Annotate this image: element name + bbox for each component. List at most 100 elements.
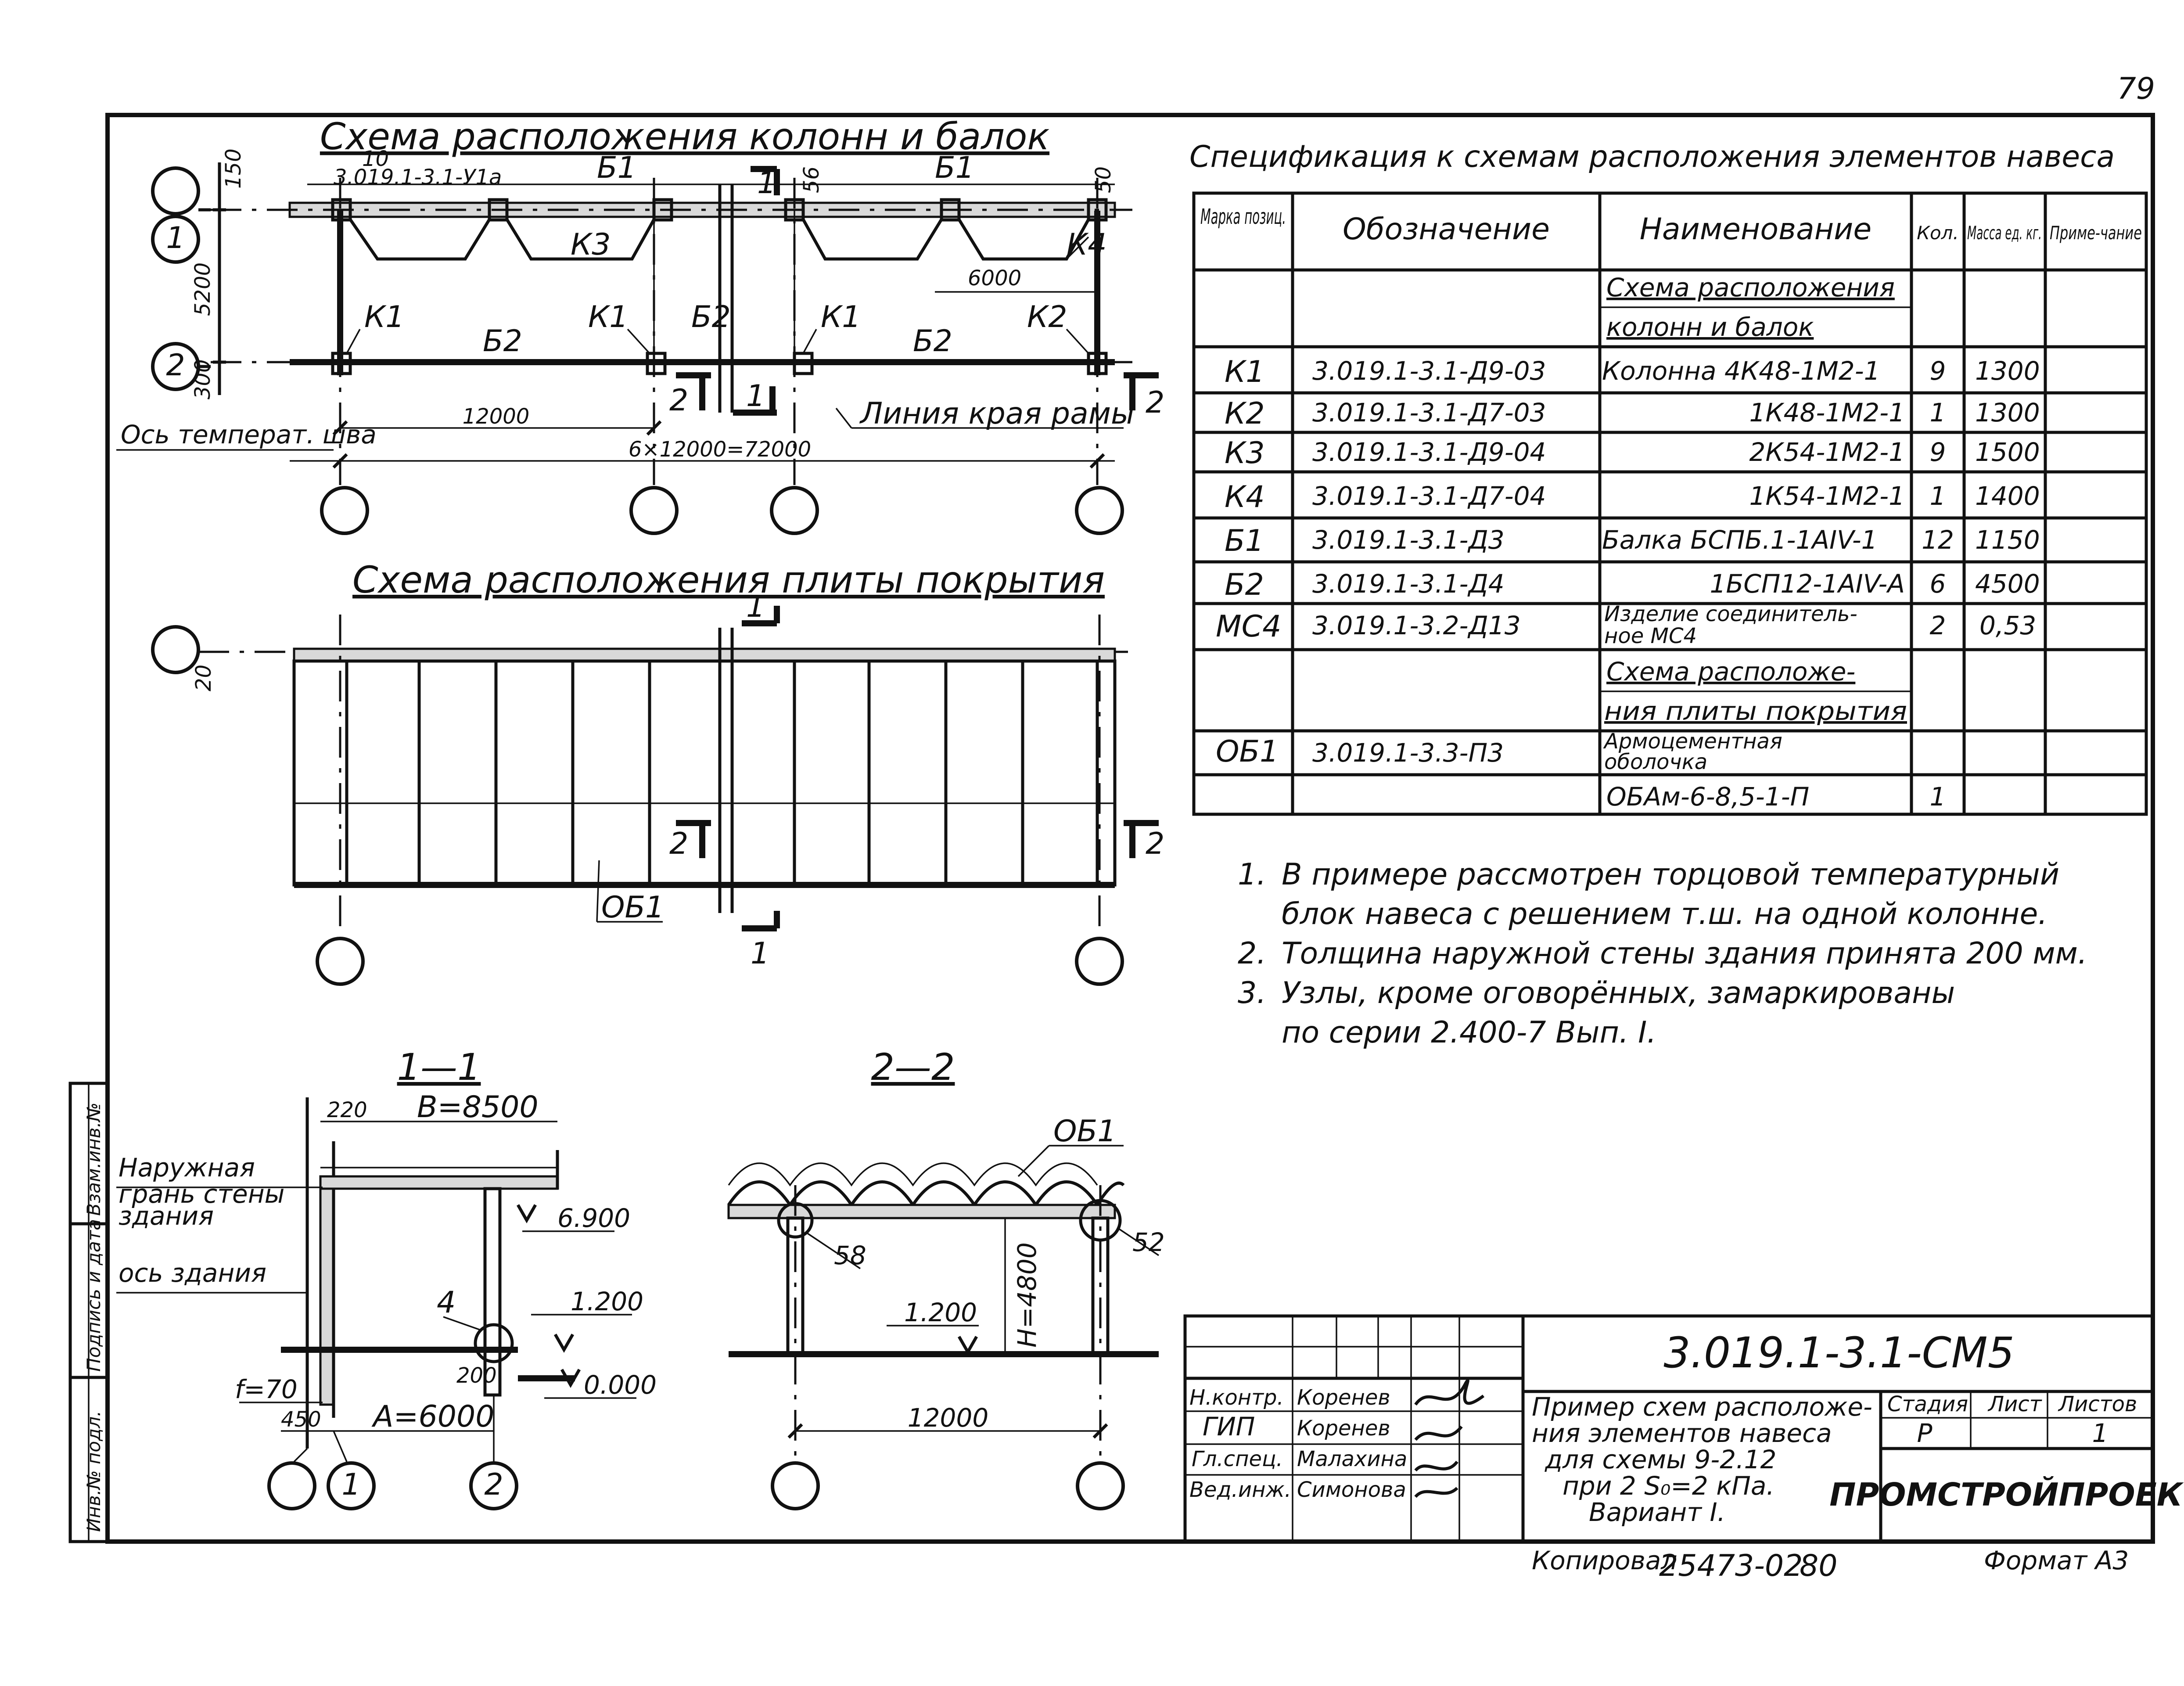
label-axis: ось здания (119, 1258, 266, 1288)
role-n-kontr: Н.контр. (1189, 1385, 1284, 1410)
mark-k1-a: К1 (364, 300, 405, 334)
mark-k2: К2 (1027, 300, 1067, 334)
section-axis-2: 2 (484, 1467, 503, 1502)
spec-mark: Б2 (1225, 568, 1264, 602)
spec-qty: 1 (1930, 398, 1946, 428)
desc-5: Вариант I. (1589, 1497, 1725, 1527)
mark-b2-b: Б2 (483, 324, 522, 359)
spec-row-k3: К3 3.019.1-3.1-Д9-04 2К54-1М2-1 9 1500 (1225, 436, 2040, 471)
note-joint-axis: Ось температ. шва (121, 420, 377, 449)
slab-section-1-bottom: 1 (751, 936, 769, 971)
dim-f: f=70 (235, 1374, 298, 1404)
spec-head-designation: Обозначение (1343, 212, 1550, 247)
spec-row-b1: Б1 3.019.1-3.1-Д3 Балка БСПБ.1-1АIV-1 12… (1225, 524, 2040, 558)
elev-0: 0.000 (584, 1370, 657, 1400)
label-wall-2: грань стены (119, 1179, 284, 1209)
slab-section-1-top: 1 (746, 590, 765, 624)
notes: 1. В примере рассмотрен торцовой темпера… (1238, 857, 2087, 1050)
dim-300: 300 (190, 359, 215, 399)
spec-row-k4: К4 3.019.1-3.1-Д7-04 1К54-1М2-1 1 1400 (1225, 480, 2040, 514)
stamp-inv: Инв.№ подл. (83, 1411, 104, 1532)
mark-k1-b: К1 (588, 300, 629, 334)
spec-name: ОБАм-6-8,5-1-П (1606, 782, 1809, 812)
dim-220: 220 (327, 1098, 367, 1122)
mark-b2-c: Б2 (913, 324, 952, 359)
spec-head-mark: Марка позиц. (1200, 205, 1286, 229)
dim-h: Н=4800 (1012, 1242, 1042, 1348)
spec-section-a-2: колонн и балок (1606, 312, 1814, 342)
node-58: 58 (834, 1240, 866, 1270)
section-1-1: 1—1 220 В=8500 Наружная грань стены здан… (116, 1046, 657, 1510)
spec-designation: 3.019.1-3.1-Д9-03 (1312, 356, 1546, 386)
plan-section-2-right: 2 (1146, 385, 1164, 420)
stamp-replace: Взам.инв.№ (83, 1103, 104, 1216)
spec-name: Балка БСПБ.1-1АIV-1 (1602, 525, 1878, 555)
plan-section-1-top: 1 (757, 166, 776, 201)
spec-name-line1: Армоцементная (1603, 729, 1782, 754)
signature-mark (1414, 1460, 1458, 1472)
spec-qty: 1 (1930, 481, 1946, 511)
dim-56: 56 (799, 166, 824, 193)
copied-page: 80 (1800, 1549, 1838, 1583)
sheet-frame (105, 113, 2155, 1544)
spec-mass: 1150 (1975, 525, 2040, 555)
spec-head-qty: Кол. (1917, 222, 1959, 244)
spec-name-line1: Изделие соединитель- (1604, 602, 1857, 626)
doc-ref: 3.019.1-3.1-У1а (334, 165, 502, 190)
spec-section-a-1: Схема расположения (1606, 273, 1895, 302)
spec-designation: 3.019.1-3.3-П3 (1312, 738, 1504, 768)
spec-qty: 9 (1930, 356, 1946, 386)
sheets-value: 1 (2092, 1418, 2109, 1448)
note-3-line2: по серии 2.400-7 Вып. I. (1282, 1015, 1656, 1050)
mark-ob1-plan: ОБ1 (601, 890, 664, 925)
mark-b1-left: Б1 (597, 151, 636, 185)
page-number: 79 (2117, 72, 2155, 106)
desc-3: для схемы 9-2.12 (1545, 1445, 1776, 1474)
plan-section-1-mid: 1 (746, 379, 765, 413)
spec-section-b-2: ния плиты покрытия (1604, 696, 1907, 726)
spec-designation: 3.019.1-3.1-Д9-04 (1312, 437, 1546, 467)
note-1-line2: блок навеса с решением т.ш. на одной кол… (1282, 897, 2048, 931)
spec-name: 2К54-1М2-1 (1749, 437, 1905, 467)
dim-200: 200 (456, 1363, 497, 1388)
dim-450: 450 (281, 1407, 321, 1432)
spec-designation: 3.019.1-3.2-Д13 (1312, 611, 1521, 640)
elev-1200-s2: 1.200 (904, 1298, 977, 1327)
axis-bubble-2: 2 (166, 348, 185, 383)
sheets-label: Листов (2058, 1392, 2137, 1416)
spec-qty: 2 (1930, 611, 1946, 640)
spec-mark: К2 (1225, 396, 1265, 431)
spec-qty: 9 (1930, 437, 1946, 467)
dim-150: 150 (221, 148, 246, 189)
spec-mark: МС4 (1216, 609, 1281, 644)
signature-mark (1414, 1379, 1485, 1406)
spec-qty: 1 (1930, 782, 1946, 812)
section-2-2: 2—2 58 52 ОБ1 1.200 Н=4800 12000 (727, 1046, 1165, 1510)
spec-name-line2: оболочка (1604, 750, 1707, 774)
footer: Копировал 25473-02 80 Формат А3 (1532, 1546, 2129, 1583)
format-label: Формат А3 (1984, 1546, 2129, 1575)
spec-mass: 0,53 (1979, 611, 2036, 640)
spec-head-name: Наименование (1640, 212, 1871, 247)
role-ved-inzh: Вед.инж. (1189, 1477, 1291, 1502)
slab-section-2-left: 2 (669, 827, 688, 861)
spec-row-b2: Б2 3.019.1-3.1-Д4 1БСП12-1АIV-А 6 4500 (1225, 568, 2040, 602)
section-axis-1: 1 (341, 1467, 360, 1502)
plan-slabs: Схема расположения плиты покрытия 20 1 2 (151, 558, 1164, 986)
dim-ref-10: 10 (362, 147, 389, 171)
dim-12000: 12000 (463, 404, 530, 429)
note-3-num: 3. (1238, 976, 1266, 1010)
dim-b: В=8500 (417, 1090, 539, 1125)
name-3: Малахина (1297, 1447, 1407, 1471)
spec-row-k1: К1 3.019.1-3.1-Д9-03 Колонна 4К48-1М2-1 … (1225, 355, 2040, 389)
axis-bubble-1: 1 (166, 221, 185, 255)
note-1-num: 1. (1238, 857, 1266, 892)
mark-k1-c: К1 (821, 300, 861, 334)
side-stamp: Инв.№ подл. Подпись и дата Взам.инв.№ (68, 1082, 109, 1543)
note-frame-line: Линия края рамы (859, 396, 1135, 431)
spec-name-line2: ное МС4 (1604, 624, 1697, 648)
spec-qty: 12 (1922, 525, 1954, 555)
org-name: ПРОМСТРОЙПРОЕКТ (1829, 1476, 2184, 1513)
spec-row-mc4: МС4 3.019.1-3.2-Д13 Изделие соединитель-… (1216, 602, 2036, 648)
